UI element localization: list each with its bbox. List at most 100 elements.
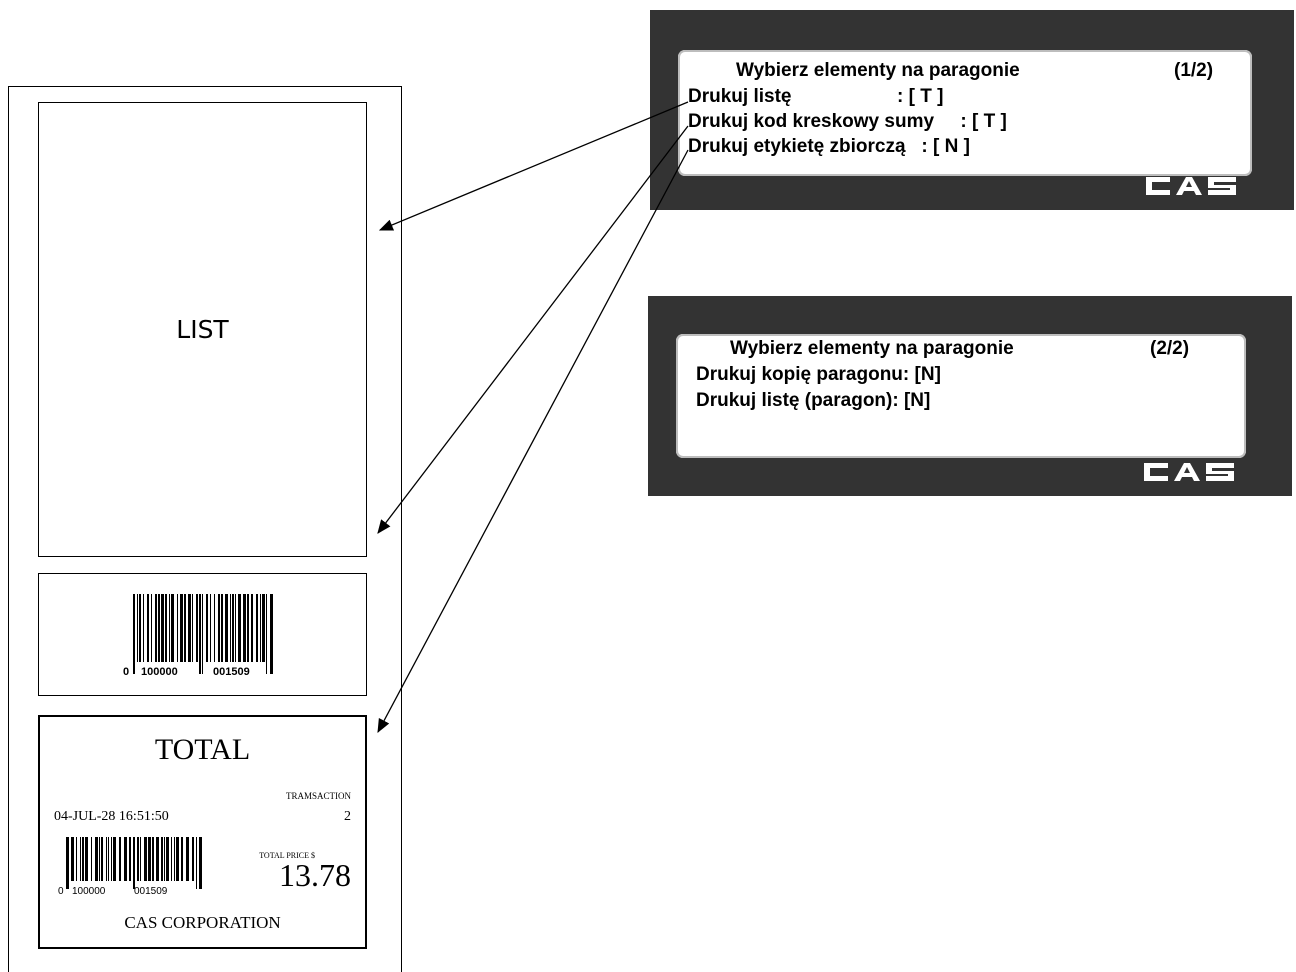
barcode-bar xyxy=(151,594,152,662)
barcode-bar xyxy=(210,594,211,662)
barcode-bar xyxy=(76,837,77,881)
barcode-bar xyxy=(71,837,74,881)
barcode-bar xyxy=(196,837,197,889)
panel1-option-list: Drukuj listę : [ T ] xyxy=(688,86,944,107)
barcode-bar xyxy=(176,837,179,881)
barcode-bar xyxy=(243,594,246,662)
total-barcode-bars xyxy=(66,837,202,889)
barcode-bar xyxy=(80,837,81,881)
barcode-bar xyxy=(164,837,165,881)
lcd-screen-2: Wybierz elementy na paragonie (2/2) Druk… xyxy=(676,334,1246,458)
barcode-bar xyxy=(266,594,267,674)
arrow-list xyxy=(378,101,689,231)
barcode-bar xyxy=(225,594,228,662)
barcode-bar xyxy=(148,837,151,881)
barcode-bar xyxy=(221,594,223,662)
barcode-bar xyxy=(161,594,164,662)
barcode-bar xyxy=(140,837,141,881)
barcode-bar xyxy=(156,837,159,881)
barcode-bar xyxy=(85,837,88,881)
barcode-bar xyxy=(180,594,183,662)
barcode-bar xyxy=(251,594,253,662)
barcode-bar xyxy=(181,837,183,881)
barcode-bar xyxy=(99,837,100,881)
barcode-graphic: 0 100000 001509 xyxy=(123,594,273,678)
barcode-bar xyxy=(166,837,169,881)
total-title: TOTAL xyxy=(154,733,251,766)
panel1-option-total-label: Drukuj etykietę zbiorczą : [ N ] xyxy=(688,136,970,157)
barcode-bar xyxy=(91,837,92,881)
barcode-bar xyxy=(133,837,135,889)
barcode-bar xyxy=(171,594,174,662)
barcode-bar xyxy=(106,837,107,881)
total-barcode-digits-middle: 100000 xyxy=(72,886,106,897)
barcode-bar xyxy=(111,837,112,881)
barcode-bar xyxy=(169,594,170,662)
lcd-panel-2: Wybierz elementy na paragonie (2/2) Druk… xyxy=(648,296,1292,496)
barcode-bar xyxy=(147,594,149,662)
barcode-bar xyxy=(188,594,191,662)
barcode-bar xyxy=(82,837,84,881)
barcode-bar xyxy=(192,594,193,662)
lcd-screen-1: Wybierz elementy na paragonie (1/2) Druk… xyxy=(678,50,1252,176)
total-price-value: 13.78 xyxy=(279,857,351,893)
barcode-bar xyxy=(202,594,203,674)
barcode-bar xyxy=(155,594,157,662)
barcode-bar xyxy=(256,594,258,662)
list-section: LIST xyxy=(38,102,367,557)
barcode-bar xyxy=(260,594,261,662)
barcode-bar xyxy=(184,594,186,662)
barcode-bar xyxy=(137,594,138,662)
barcode-bar xyxy=(171,837,172,881)
total-label-section: TOTAL TRAMSACTION 04-JUL-28 16:51:50 2 0… xyxy=(38,715,367,949)
barcode-bar xyxy=(133,594,135,674)
barcode-digits-last: 001509 xyxy=(213,666,250,678)
total-label-barcode: 0 100000 001509 xyxy=(58,837,202,897)
barcode-bar xyxy=(247,594,249,662)
barcode-bar xyxy=(66,837,69,889)
datetime: 04-JUL-28 16:51:50 xyxy=(54,809,169,824)
arrow-total-barcode xyxy=(377,125,689,534)
panel2-option-list-receipt: Drukuj listę (paragon): [N] xyxy=(696,390,931,411)
barcode-bar xyxy=(262,594,265,662)
panel2-option-receipt-copy: Drukuj kopię paragonu: [N] xyxy=(696,364,941,385)
panel1-option-total-barcode: Drukuj kod kreskowy sumy : [ T ] xyxy=(688,111,1007,132)
barcode-bar xyxy=(108,837,109,881)
barcode-bar xyxy=(152,837,154,881)
barcode-bar xyxy=(186,837,189,881)
barcode-bars xyxy=(133,594,273,674)
barcode-bar xyxy=(119,837,121,881)
barcode-digit-first: 0 xyxy=(123,666,129,678)
barcode-digits-middle: 100000 xyxy=(141,666,178,678)
list-label: LIST xyxy=(176,315,229,344)
panel1-page: (1/2) xyxy=(1174,60,1214,81)
barcode-bar xyxy=(232,594,234,662)
barcode-bar xyxy=(161,837,163,881)
transaction-value: 2 xyxy=(344,809,351,824)
cas-logo-icon xyxy=(1144,463,1234,481)
total-barcode-digit-first: 0 xyxy=(58,886,64,897)
barcode-bar xyxy=(158,594,160,662)
barcode-bar xyxy=(199,837,202,889)
barcode-bar xyxy=(139,594,141,662)
barcode-bar xyxy=(124,837,127,881)
barcode-bar xyxy=(143,594,144,662)
barcode-bar xyxy=(165,594,167,662)
barcode-bar xyxy=(174,837,175,881)
barcode-bar xyxy=(218,594,220,662)
total-barcode-digits-last: 001509 xyxy=(134,886,168,897)
cas-logo-icon xyxy=(1146,177,1236,195)
barcode-bar xyxy=(214,594,215,662)
total-price-label: TOTAL PRICE $ xyxy=(259,851,315,860)
company-name: CAS CORPORATION xyxy=(124,913,281,932)
barcode-bar xyxy=(238,594,241,662)
barcode-bar xyxy=(230,594,231,662)
barcode-bar xyxy=(199,594,201,674)
barcode-bar xyxy=(137,837,139,881)
lcd-panel-1: Wybierz elementy na paragonie (1/2) Druk… xyxy=(650,10,1294,210)
barcode-bar xyxy=(270,594,273,674)
barcode-bar xyxy=(95,837,98,881)
barcode-bar xyxy=(192,837,194,881)
transaction-label: TRAMSACTION xyxy=(285,791,351,801)
barcode-bar xyxy=(206,594,208,662)
